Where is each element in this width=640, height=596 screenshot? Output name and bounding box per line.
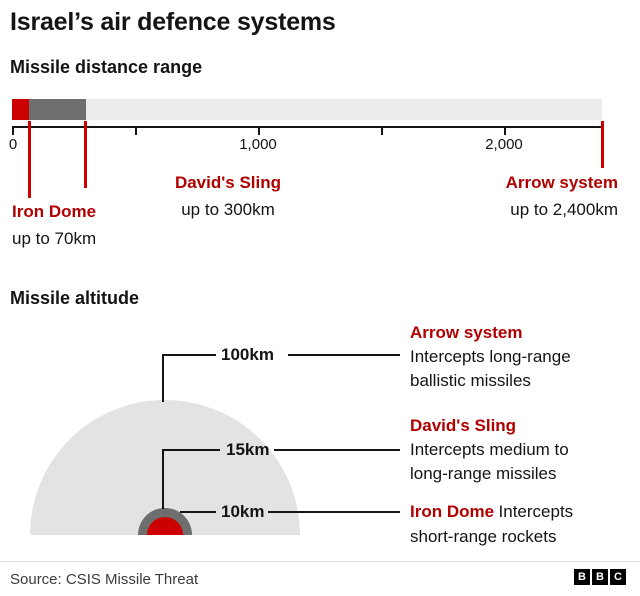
iron-dome-desc-line2: short-range rockets — [410, 527, 557, 546]
davids-sling-label: David's Sling — [410, 416, 517, 435]
arrow-system-label: Arrow system — [505, 173, 618, 192]
bbc-logo-block: C — [610, 569, 626, 585]
axis-tick — [258, 128, 260, 135]
footer-divider — [0, 561, 640, 562]
iron-altitude-line-right — [268, 511, 400, 513]
iron-dome-altitude-dome — [147, 517, 183, 535]
iron-dome-label: Iron Dome — [410, 502, 495, 521]
davids-altitude-value: 15km — [226, 440, 270, 459]
axis-tick-label-1000: 1,000 — [239, 136, 277, 153]
iron-altitude-line-left — [180, 511, 216, 513]
range-axis — [12, 126, 603, 135]
axis-tick-label-2000: 2,000 — [485, 136, 523, 153]
axis-tick — [12, 128, 14, 135]
davids-altitude-line-vertical — [162, 449, 164, 509]
davids-altitude-line-left — [162, 449, 220, 451]
davids-sling-range-segment — [12, 99, 86, 120]
arrow-system-range-callout: Arrow system up to 2,400km — [506, 169, 618, 223]
arrow-system-desc-line2: ballistic missiles — [410, 371, 531, 390]
axis-tick-label-0: 0 — [8, 136, 18, 153]
arrow-system-desc-line1: Intercepts long-range — [410, 347, 571, 366]
iron-dome-label: Iron Dome — [12, 202, 97, 221]
arrow-system-range-value: up to 2,400km — [510, 200, 618, 219]
iron-altitude-value: 10km — [221, 502, 265, 521]
davids-sling-desc-line1: Intercepts medium to — [410, 440, 569, 459]
iron-dome-callout-line — [27, 121, 31, 198]
davids-altitude-line-right — [274, 449, 400, 451]
axis-tick — [135, 128, 137, 135]
davids-sling-altitude-callout: David's Sling Intercepts medium to long-… — [410, 414, 635, 486]
bbc-logo: B B C — [574, 569, 626, 585]
davids-sling-range-value: up to 300km — [181, 200, 275, 219]
altitude-heading: Missile altitude — [10, 288, 140, 308]
iron-dome-altitude-callout: Iron Dome Intercepts short-range rockets — [410, 500, 635, 549]
arrow-altitude-line-vertical — [162, 354, 164, 402]
davids-sling-callout-line — [84, 121, 88, 188]
iron-dome-range-value: up to 70km — [12, 229, 97, 248]
davids-sling-desc-line2: long-range missiles — [410, 464, 557, 483]
iron-dome-range-callout: Iron Dome up to 70km — [12, 198, 96, 252]
range-bar-track — [12, 99, 602, 120]
axis-tick — [381, 128, 383, 135]
range-heading: Missile distance range — [10, 57, 203, 77]
arrow-altitude-value: 100km — [221, 345, 274, 364]
arrow-altitude-line-right — [288, 354, 400, 356]
iron-dome-range-segment — [12, 99, 30, 120]
iron-dome-desc-line1: Intercepts — [498, 502, 574, 521]
bbc-logo-block: B — [592, 569, 608, 585]
page-title: Israel’s air defence systems — [10, 8, 336, 36]
arrow-system-callout-line — [600, 121, 604, 168]
arrow-system-altitude-callout: Arrow system Intercepts long-range balli… — [410, 321, 635, 393]
bbc-logo-block: B — [574, 569, 590, 585]
source-credit: Source: CSIS Missile Threat — [10, 571, 199, 588]
arrow-altitude-line-left — [162, 354, 216, 356]
arrow-system-label: Arrow system — [410, 323, 523, 342]
axis-tick — [504, 128, 506, 135]
davids-sling-label: David's Sling — [174, 173, 282, 192]
davids-sling-range-callout: David's Sling up to 300km — [158, 169, 298, 223]
